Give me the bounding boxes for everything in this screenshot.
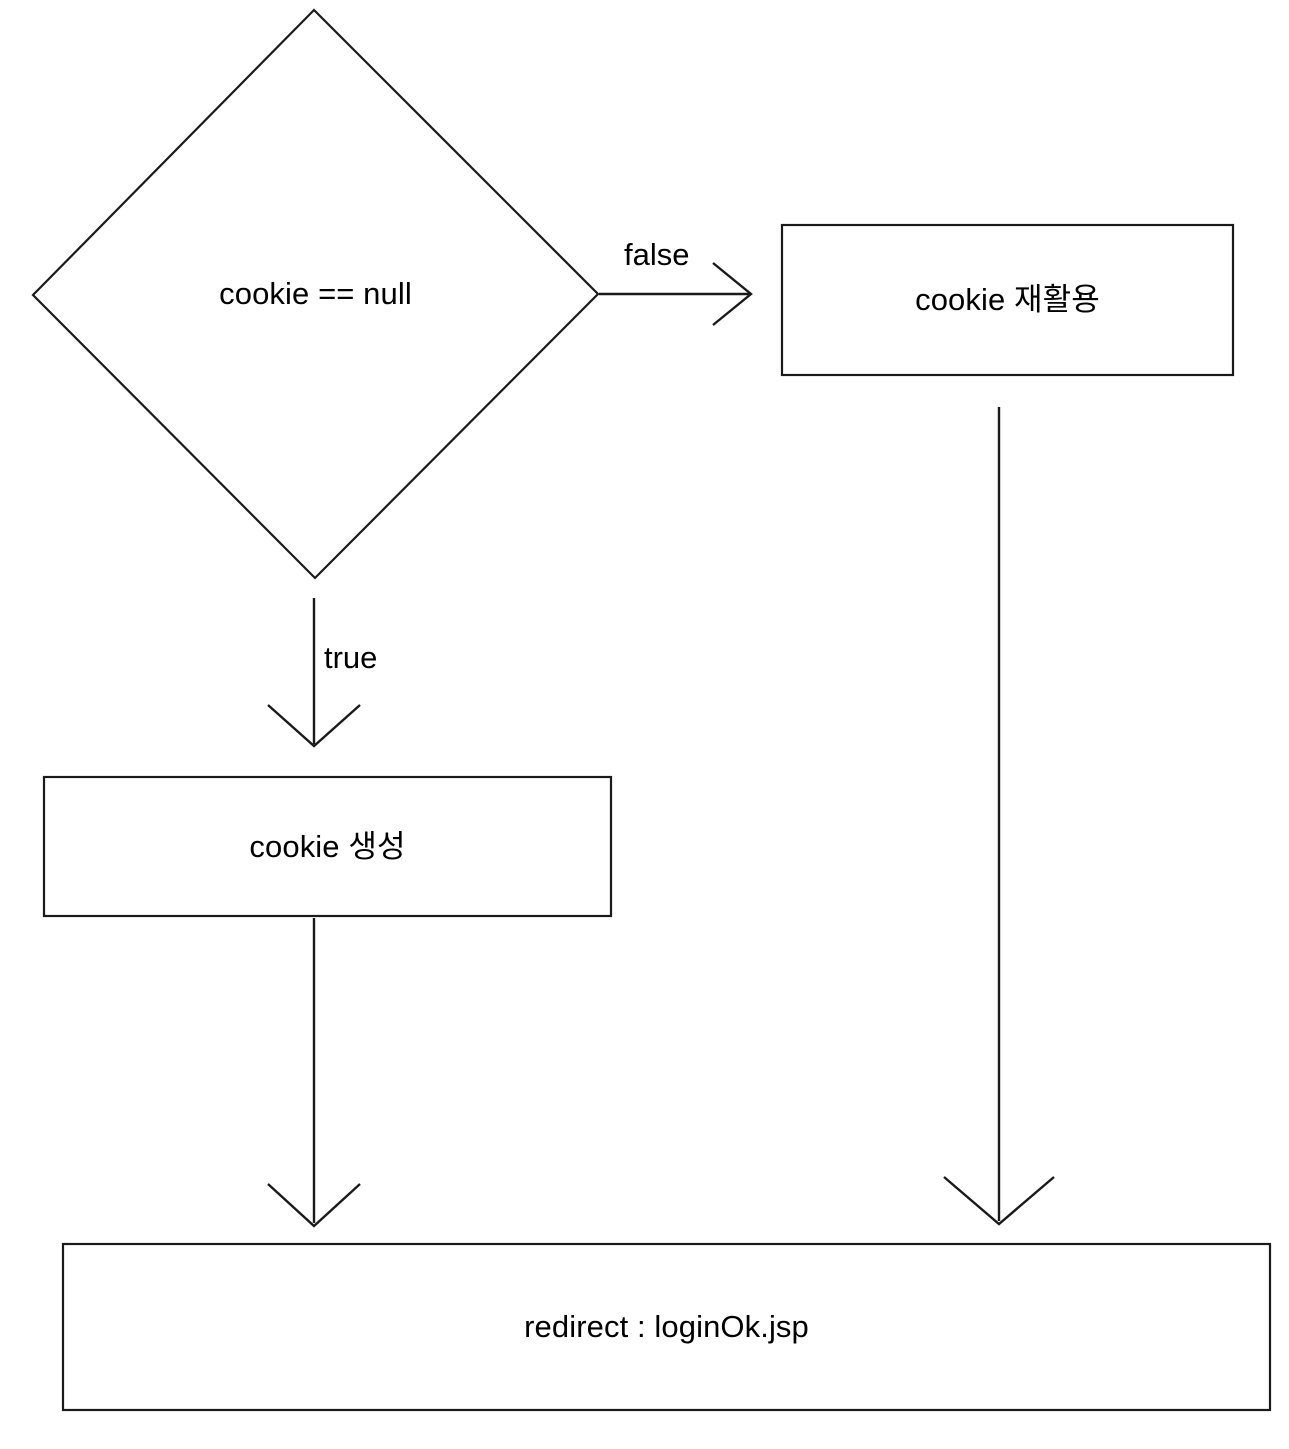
edge-decision-to-create[interactable]	[267, 598, 361, 748]
edge-decision-to-reuse[interactable]	[599, 262, 753, 326]
node-redirect-loginok[interactable]	[61, 1242, 1272, 1412]
node-cookie-create[interactable]	[42, 775, 613, 918]
node-cookie-reuse[interactable]	[780, 223, 1235, 377]
edge-reuse-to-redirect[interactable]	[943, 407, 1055, 1226]
node-decision-cookie-null[interactable]	[31, 8, 600, 580]
edge-create-to-redirect[interactable]	[267, 918, 361, 1228]
